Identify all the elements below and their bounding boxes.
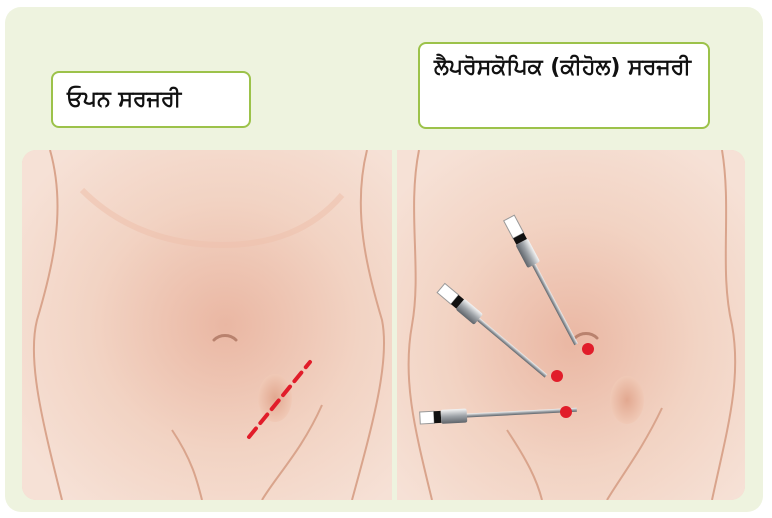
- open-surgery-label: ਓਪਨ ਸਰਜਰੀ: [51, 71, 251, 128]
- hip-bone: [258, 374, 292, 422]
- open-surgery-label-text: ਓਪਨ ਸਰਜਰੀ: [67, 87, 181, 112]
- open-surgery-abdomen: [22, 150, 392, 500]
- laparoscopic-abdomen: [397, 150, 745, 500]
- open-surgery-illustration: [22, 150, 392, 500]
- port-dot-middle: [551, 370, 563, 382]
- laparoscopic-surgery-label: ਲੈਪਰੋਸਕੋਪਿਕ (ਕੀਹੋਲ) ਸਰਜਰੀ: [418, 42, 710, 129]
- port-dot-upper: [582, 343, 594, 355]
- port-dot-lower: [560, 406, 572, 418]
- laparoscopic-surgery-illustration: [397, 150, 745, 500]
- hip-bone: [610, 376, 644, 424]
- laparoscopic-surgery-label-text: ਲੈਪਰੋਸਕੋਪਿਕ (ਕੀਹੋਲ) ਸਰਜਰੀ: [434, 55, 691, 80]
